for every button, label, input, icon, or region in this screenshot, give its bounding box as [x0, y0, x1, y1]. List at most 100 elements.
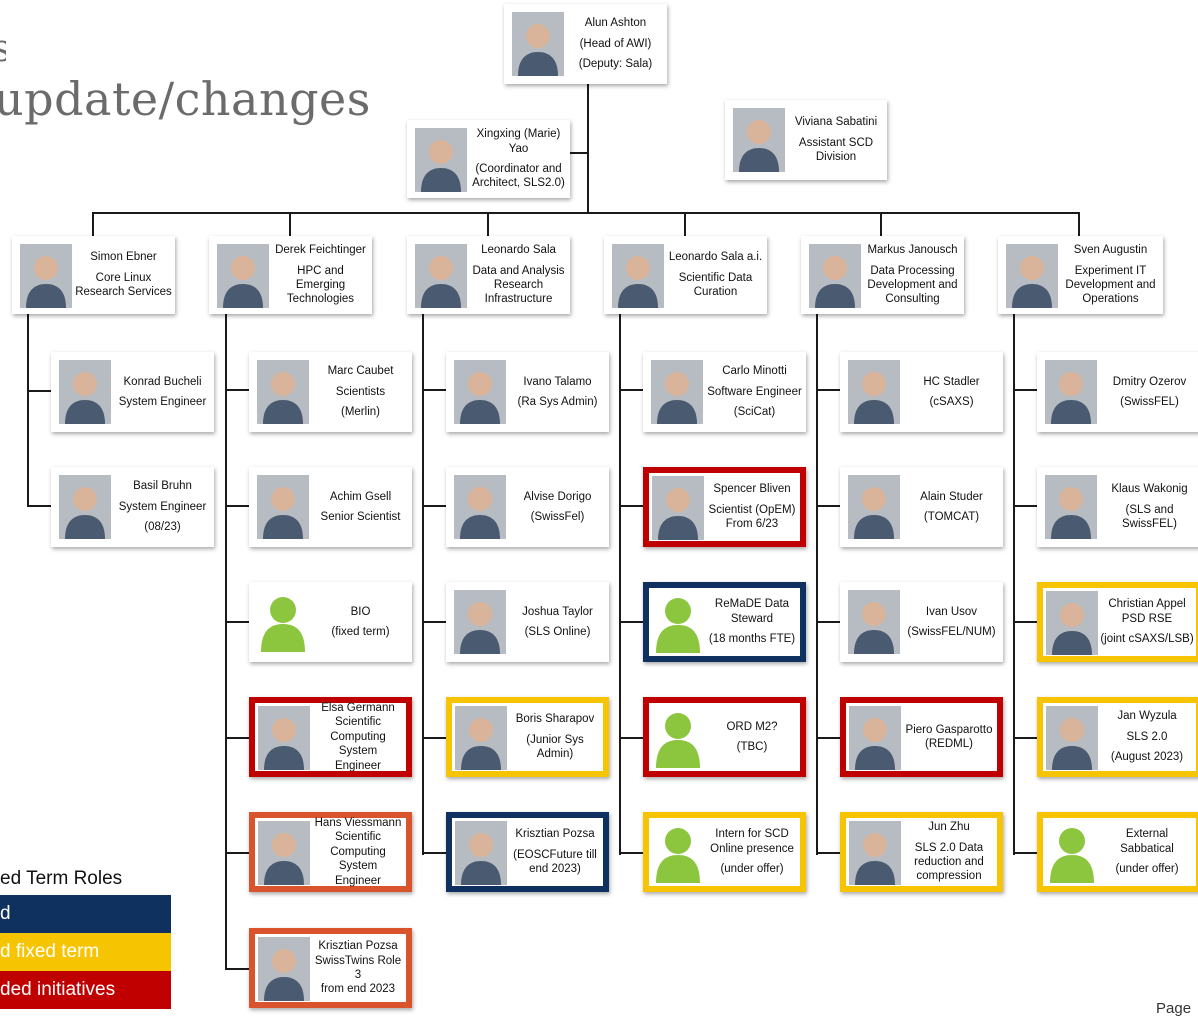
member-name: Elsa Germann Scientific Computing System…: [321, 702, 395, 772]
head-card: Alun Ashton (Head of AWI) (Deputy: Sala): [504, 4, 667, 84]
person-role: Assistant SCD Division: [798, 136, 874, 164]
person-role: (Head of AWI): [579, 37, 652, 50]
connector-line: [92, 212, 1080, 214]
member-role: (under offer): [1115, 863, 1179, 876]
person-photo: [59, 360, 111, 424]
page-title: update/changes: [0, 72, 371, 126]
connector-line: [619, 314, 621, 855]
member-role: (EOSCFuture till end 2023): [513, 848, 597, 876]
group-leader-name: Markus Janousch: [867, 244, 958, 257]
connector-line: [1078, 212, 1080, 238]
connector-line: [816, 505, 840, 507]
member-role: Scientist (OpEM) From 6/23: [708, 503, 796, 531]
member-role: (SwissFEL): [1120, 396, 1179, 408]
connector-line: [619, 852, 643, 854]
member-role: System Engineer: [118, 396, 207, 408]
member-card: Ivan Usov(SwissFEL/NUM): [840, 582, 1003, 662]
person-photo: [1045, 360, 1097, 424]
member-name: Alain Studer: [920, 490, 983, 503]
member-name: Jun Zhu: [928, 821, 970, 834]
person-photo: [809, 244, 861, 308]
group-title: Data Processing Development and Consulti…: [867, 264, 958, 306]
connector-line: [619, 505, 643, 507]
member-card: ReMaDE Data Steward(18 months FTE): [643, 582, 806, 662]
member-card: Christian Appel PSD RSE(joint cSAXS/LSB): [1037, 582, 1198, 662]
person-photo: [848, 590, 900, 654]
connector-line: [27, 314, 29, 507]
member-name: Konrad Bucheli: [123, 375, 202, 388]
member-name: ORD M2?: [726, 720, 778, 733]
member-card: HC Stadler(cSAXS): [840, 352, 1003, 432]
member-role: (Junior Sys Admin): [526, 733, 584, 761]
person-name: Viviana Sabatini: [794, 116, 878, 129]
connector-line: [422, 505, 446, 507]
member-role: SLS 2.0 Data reduction and compression: [914, 841, 984, 883]
member-role: (SwissFEL/NUM): [907, 626, 996, 638]
member-role: (Ra Sys Admin): [517, 396, 598, 408]
member-note: (08/23): [144, 521, 181, 534]
member-card: Boris Sharapov (Junior Sys Admin): [446, 697, 609, 777]
member-name: Boris Sharapov: [515, 713, 595, 726]
member-role: (TBC): [736, 741, 768, 753]
person-photo: [454, 475, 506, 539]
member-card: Ivano Talamo(Ra Sys Admin): [446, 352, 609, 432]
connector-line: [225, 852, 249, 854]
member-name: Dmitry Ozerov: [1112, 375, 1187, 388]
member-card: Alvise Dorigo(SwissFel): [446, 467, 609, 547]
person-photo: [258, 821, 310, 885]
page-label: Page: [1156, 1000, 1192, 1017]
generic-person-icon: [257, 590, 309, 654]
connector-line: [225, 389, 249, 391]
person-photo: [612, 244, 664, 308]
member-name: Piero Gasparotto (REDML): [905, 723, 993, 750]
group-card: Derek Feichtinger HPC and Emerging Techn…: [209, 236, 372, 314]
connector-line: [422, 621, 446, 623]
connector-line: [816, 389, 840, 391]
member-name: Carlo Minotti: [722, 365, 787, 378]
member-name: Hans Viessmann Scientific Computing Syst…: [314, 817, 402, 887]
member-note: (Merlin): [341, 406, 380, 419]
connector-line: [816, 314, 818, 855]
connector-line: [619, 621, 643, 623]
person-photo: [217, 244, 269, 308]
person-photo: [651, 360, 703, 424]
member-role: (cSAXS): [929, 396, 974, 408]
legend-item-fixed-term: d fixed term: [0, 933, 171, 971]
member-role: System Engineer: [118, 500, 207, 513]
member-name: Krisztian Pozsa: [515, 828, 595, 841]
member-name: Krisztian Pozsa SwissTwins Role 3 from e…: [314, 940, 402, 996]
group-title: Core Linux Research Services: [75, 271, 172, 299]
member-card: Krisztian Pozsa SwissTwins Role 3 from e…: [249, 928, 412, 1008]
member-card: Alain Studer(TOMCAT): [840, 467, 1003, 547]
group-leader-name: Sven Augustin: [1073, 244, 1148, 257]
connector-line: [570, 152, 588, 154]
legend-item-permanent: d: [0, 895, 171, 933]
person-photo: [848, 475, 900, 539]
assistant-card: Viviana Sabatini Assistant SCD Division: [725, 100, 887, 180]
member-note: (SciCat): [733, 406, 776, 419]
member-name: Intern for SCD Online presence: [710, 828, 794, 855]
person-photo: [454, 590, 506, 654]
member-note: (August 2023): [1110, 751, 1184, 764]
connector-line: [880, 212, 882, 238]
person-photo: [1006, 244, 1058, 308]
group-card: Simon Ebner Core Linux Research Services: [12, 236, 175, 314]
group-card: Sven Augustin Experiment IT Development …: [998, 236, 1163, 314]
person-photo: [849, 706, 901, 770]
connector-line: [1013, 314, 1015, 855]
person-name: Xingxing (Marie) Yao: [476, 128, 561, 155]
legend-title: ed Term Roles: [0, 868, 123, 889]
connector-line: [422, 852, 446, 854]
member-name: BIO: [350, 605, 371, 618]
person-photo: [258, 706, 310, 770]
member-card: ORD M2? (TBC): [643, 697, 806, 777]
person-photo: [415, 128, 467, 192]
group-card: Leonardo Sala Data and Analysis Research…: [407, 236, 570, 314]
legend-item-initiatives: ded initiatives: [0, 971, 171, 1009]
group-title: Scientific Data Curation: [678, 271, 753, 299]
member-name: External Sabbatical: [1120, 828, 1174, 855]
